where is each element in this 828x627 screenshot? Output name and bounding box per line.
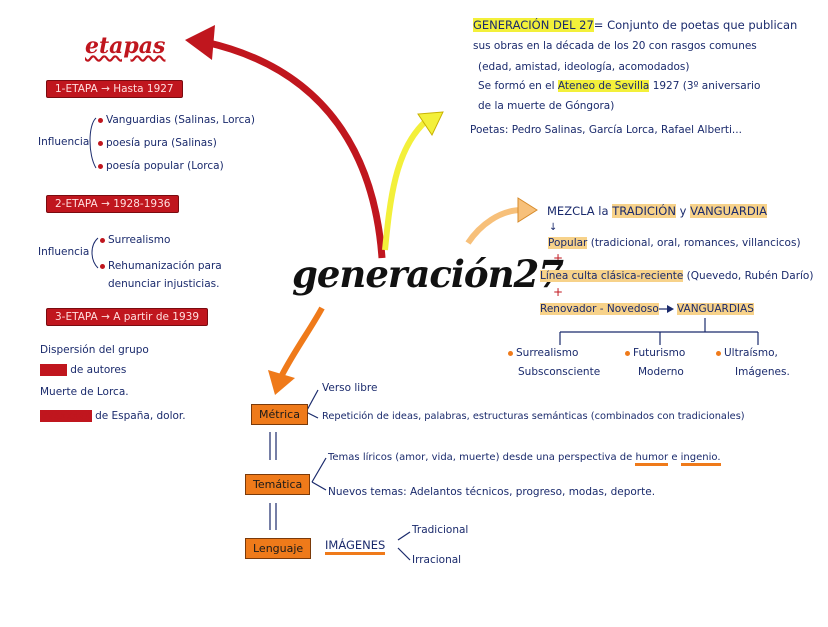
vanguardia-branch-sub: Imágenes. — [735, 366, 790, 378]
stage-1-influence-label: Influencia — [38, 136, 90, 148]
vanguardia-branch-sub: Subsconsciente — [518, 366, 601, 378]
metrica-item: Verso libre — [322, 382, 378, 394]
etapas-title: etapas — [85, 33, 166, 59]
definition-poets: Poetas: Pedro Salinas, García Lorca, Raf… — [470, 124, 742, 136]
definition-line-4: Se formó en el Ateneo de Sevilla 1927 (3… — [478, 80, 761, 92]
stage-1-item: poesía popular (Lorca) — [98, 160, 224, 172]
stage-1-item: Vanguardias (Salinas, Lorca) — [98, 114, 255, 126]
stage-3-item: Dispersión del grupo — [40, 344, 149, 356]
stage-2-item: denunciar injusticias. — [108, 278, 220, 290]
arrow-to-metrica-head — [268, 370, 295, 395]
tematica-item: Temas líricos (amor, vida, muerte) desde… — [328, 452, 721, 466]
arrow-to-metrica — [279, 306, 325, 377]
mezcla-vanguardias: VANGUARDIAS — [677, 303, 754, 315]
svg-text:+: + — [553, 285, 563, 299]
vanguardia-branch-sub: Moderno — [638, 366, 684, 378]
lenguaje-imagenes: IMÁGENES — [325, 538, 386, 555]
definition-line-5: de la muerte de Góngora) — [478, 100, 615, 112]
tematica-item: Nuevos temas: Adelantos técnicos, progre… — [328, 486, 656, 498]
svg-text:+: + — [553, 251, 563, 265]
stage-3-item: Muerte de Lorca. — [40, 386, 129, 398]
vanguardia-branch: Surrealismo — [508, 347, 578, 359]
vanguardia-branch: Ultraísmo, — [716, 347, 778, 359]
mezcla-popular: Popular (tradicional, oral, romances, vi… — [548, 237, 801, 249]
metrica-box: Métrica — [251, 404, 308, 425]
stage-1-box: 1-ETAPA → Hasta 1927 — [46, 80, 183, 98]
vanguardia-branch: Futurismo — [625, 347, 685, 359]
lenguaje-item: Tradicional — [412, 524, 469, 536]
svg-text:↓: ↓ — [549, 222, 557, 233]
stage-3-item: xxxx de autores — [40, 364, 127, 376]
mezcla-culta: Línea culta clásica-reciente (Quevedo, R… — [540, 270, 814, 282]
definition-line-3: (edad, amistad, ideología, acomodados) — [478, 61, 690, 73]
arrow-to-mezcla-head — [517, 197, 538, 223]
arrow-to-definition — [382, 119, 428, 251]
definition-line-1: GENERACIÓN DEL 27= Conjunto de poetas qu… — [473, 18, 798, 32]
lenguaje-box: Lenguaje — [245, 538, 312, 559]
arrow-to-etapas-head — [185, 25, 215, 60]
metrica-item: Repetición de ideas, palabras, estructur… — [322, 411, 745, 422]
tematica-box: Temática — [245, 474, 311, 495]
arrow-to-mezcla — [465, 207, 523, 245]
central-topic: generación27 — [292, 252, 564, 296]
stage-3-box: 3-ETAPA → A partir de 1939 — [46, 308, 209, 326]
mezcla-renovador: Renovador - Novedoso — [540, 303, 659, 315]
stage-2-item: Surrealismo — [100, 234, 170, 246]
stage-1-item: poesía pura (Salinas) — [98, 137, 217, 149]
mezcla-heading: MEZCLA la TRADICIÓN y VANGUARDIA — [547, 204, 767, 218]
stage-2-item: Rehumanización para — [100, 260, 222, 272]
arrow-to-definition-head — [417, 111, 444, 137]
arrow-to-etapas — [204, 38, 386, 259]
lenguaje-item: Irracional — [412, 554, 462, 566]
stage-2-influence-label: Influencia — [38, 246, 90, 258]
stage-2-box: 2-ETAPA → 1928-1936 — [46, 195, 180, 213]
stage-3-item: xxxxxxxx de España, dolor. — [40, 410, 186, 422]
definition-line-2: sus obras en la década de los 20 con ras… — [473, 40, 757, 52]
